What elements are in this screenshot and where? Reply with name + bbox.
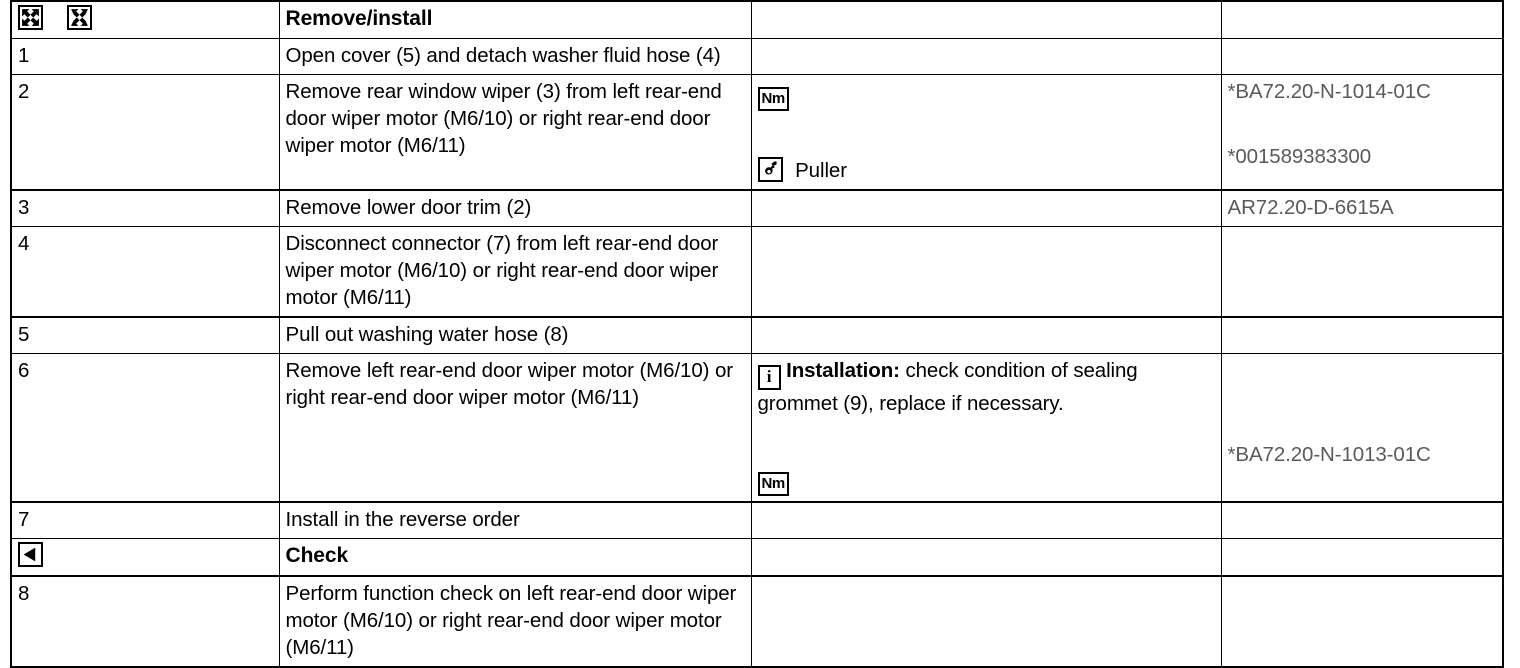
step-reference: [1220, 574, 1504, 668]
section-icon-cell-check: [10, 538, 280, 577]
reference-spacer: [1228, 105, 1497, 143]
info-icon: i: [757, 365, 781, 391]
table-row: 6 Remove left rear-end door wiper motor …: [10, 353, 1504, 503]
aux-spacer: [758, 417, 1215, 463]
step-operation: Install in the reverse order: [278, 501, 752, 540]
puller-tool-icon: [757, 156, 783, 182]
step-reference: [1220, 316, 1504, 355]
reference-spacer: [1228, 403, 1497, 441]
step-number: 7: [10, 501, 280, 540]
step-number: 1: [10, 37, 280, 75]
play-left-triangle-icon: [18, 542, 43, 568]
installation-note-lead: Installation:: [786, 359, 900, 383]
service-procedure-sheet: Remove/install 1 Open cover (5) and deta…: [10, 0, 1504, 668]
reference-line: *BA72.20-N-1013-01C: [1227, 443, 1431, 467]
table-row: 3 Remove lower door trim (2) AR72.20-D-6…: [10, 188, 1504, 227]
step-number: 6: [10, 353, 280, 503]
step-number: 3: [10, 188, 280, 227]
step-aux: [750, 501, 1222, 540]
section-title-remove-install: Remove/install: [285, 7, 433, 30]
table-row: 2 Remove rear window wiper (3) from left…: [10, 73, 1504, 191]
table-row: 1 Open cover (5) and detach washer fluid…: [10, 37, 1504, 75]
step-reference: [1220, 501, 1504, 540]
collapse-arrows-icon: [67, 5, 93, 30]
step-number: 2: [10, 73, 280, 191]
step-operation: Pull out washing water hose (8): [278, 316, 752, 355]
step-operation: Perform function check on left rear-end …: [278, 574, 752, 668]
step-aux: Nm Puller: [750, 73, 1222, 191]
section-aux-cell: [750, 538, 1222, 577]
reference-spacer: [1228, 357, 1497, 403]
step-reference: *BA72.20-N-1014-01C *001589383300: [1220, 73, 1504, 191]
section-aux-cell: [750, 0, 1222, 39]
table-row: 4 Disconnect connector (7) from left rea…: [10, 225, 1504, 318]
table-row: 7 Install in the reverse order: [10, 501, 1504, 540]
step-reference: *BA72.20-N-1013-01C: [1220, 353, 1504, 503]
torque-nm-icon: Nm: [757, 86, 789, 111]
step-operation: Disconnect connector (7) from left rear-…: [278, 225, 752, 318]
step-operation: Remove rear window wiper (3) from left r…: [278, 73, 752, 191]
step-number: 8: [10, 574, 280, 668]
section-icons-cell: [10, 0, 280, 39]
expand-arrows-icon: [18, 5, 43, 30]
section-title-check: Check: [285, 544, 349, 568]
procedure-table: Remove/install 1 Open cover (5) and deta…: [10, 0, 1504, 668]
step-number: 5: [10, 316, 280, 355]
step-reference: [1220, 37, 1504, 75]
section-ref-cell: [1220, 0, 1504, 39]
section-title-cell-check: Check: [278, 538, 752, 577]
installation-note-body: check condition of sealing grommet (9), …: [757, 359, 1138, 416]
step-aux: [750, 574, 1222, 668]
step-operation: Remove left rear-end door wiper motor (M…: [278, 353, 752, 503]
section-header-remove-install: Remove/install: [10, 0, 1504, 39]
section-title-cell: Remove/install: [278, 0, 752, 39]
table-row: 5 Pull out washing water hose (8): [10, 316, 1504, 355]
step-reference: AR72.20-D-6615A: [1220, 188, 1504, 227]
section-header-check: Check: [10, 538, 1504, 577]
table-row: 8 Perform function check on left rear-en…: [10, 574, 1504, 668]
section-ref-cell: [1220, 538, 1504, 577]
step-aux: [750, 316, 1222, 355]
reference-line: *001589383300: [1227, 144, 1372, 168]
step-aux: i Installation: check condition of seali…: [750, 353, 1222, 503]
step-reference: [1220, 225, 1504, 318]
step-aux: [750, 37, 1222, 75]
step-number: 4: [10, 225, 280, 318]
aux-spacer: [758, 111, 1215, 157]
step-aux: [750, 188, 1222, 227]
step-aux: [750, 225, 1222, 318]
step-operation: Open cover (5) and detach washer fluid h…: [278, 37, 752, 75]
puller-tool-label: Puller: [795, 158, 847, 182]
step-operation: Remove lower door trim (2): [278, 188, 752, 227]
reference-line: *BA72.20-N-1014-01C: [1227, 79, 1431, 103]
torque-nm-icon: Nm: [757, 472, 789, 497]
